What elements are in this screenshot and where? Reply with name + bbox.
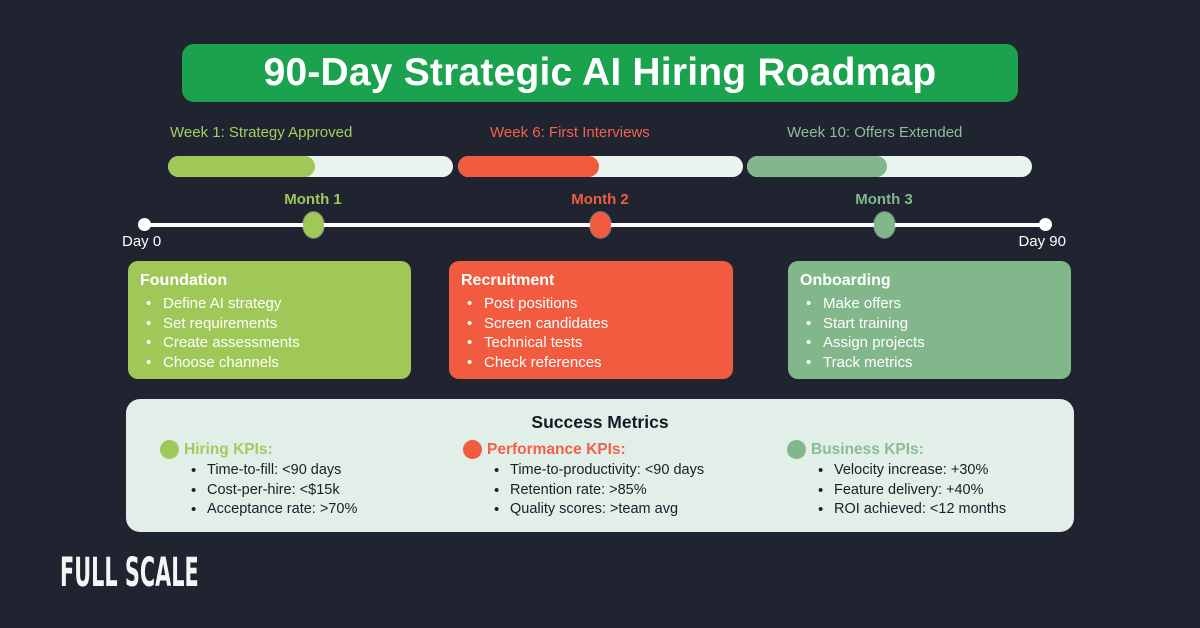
progress-fill-month-3 xyxy=(747,156,887,177)
timeline-start-dot xyxy=(138,218,151,231)
month-2-marker-dot xyxy=(590,212,611,238)
kpi-item-list: Velocity increase: +30% Feature delivery… xyxy=(787,461,1006,520)
month-2-label: Month 2 xyxy=(571,191,629,208)
kpi-heading-row: Hiring KPIs: xyxy=(160,439,357,460)
kpi-column-business: Business KPIs: Velocity increase: +30% F… xyxy=(787,439,1006,520)
phase-item: Set requirements xyxy=(140,314,399,334)
phase-item: Make offers xyxy=(800,294,1059,314)
phase-item: Create assessments xyxy=(140,333,399,353)
kpi-column-performance: Performance KPIs: Time-to-productivity: … xyxy=(463,439,704,520)
phase-card-recruitment: Recruitment Post positions Screen candid… xyxy=(449,261,733,379)
phase-title: Onboarding xyxy=(800,272,891,289)
kpi-column-hiring: Hiring KPIs: Time-to-fill: <90 days Cost… xyxy=(160,439,357,520)
title-banner: 90-Day Strategic AI Hiring Roadmap xyxy=(182,44,1018,102)
phase-item: Technical tests xyxy=(461,333,721,353)
phase-item-list: Define AI strategy Set requirements Crea… xyxy=(140,294,399,372)
kpi-item: Time-to-productivity: <90 days xyxy=(463,461,704,481)
phase-title: Recruitment xyxy=(461,272,555,289)
kpi-item-list: Time-to-fill: <90 days Cost-per-hire: <$… xyxy=(160,461,357,520)
week-6-milestone-label: Week 6: First Interviews xyxy=(490,124,650,141)
month-1-marker-dot xyxy=(303,212,324,238)
progress-fill-month-1 xyxy=(168,156,315,177)
phase-item: Start training xyxy=(800,314,1059,334)
kpi-item: Quality scores: >team avg xyxy=(463,500,704,520)
kpi-item: Acceptance rate: >70% xyxy=(160,500,357,520)
day-90-label: Day 90 xyxy=(1018,233,1066,250)
kpi-heading: Business KPIs: xyxy=(811,440,924,458)
kpi-item: Feature delivery: +40% xyxy=(787,481,1006,501)
phase-card-foundation: Foundation Define AI strategy Set requir… xyxy=(128,261,411,379)
phase-item: Check references xyxy=(461,353,721,373)
progress-bar-month-3 xyxy=(747,156,1032,177)
month-1-label: Month 1 xyxy=(284,191,342,208)
kpi-heading: Hiring KPIs: xyxy=(184,440,273,458)
page-title: 90-Day Strategic AI Hiring Roadmap xyxy=(263,51,937,94)
phase-item: Assign projects xyxy=(800,333,1059,353)
progress-fill-month-2 xyxy=(458,156,600,177)
metrics-title: Success Metrics xyxy=(531,412,669,432)
phase-card-onboarding: Onboarding Make offers Start training As… xyxy=(788,261,1071,379)
kpi-heading: Performance KPIs: xyxy=(487,440,626,458)
kpi-item: Velocity increase: +30% xyxy=(787,461,1006,481)
progress-bar-month-2 xyxy=(458,156,743,177)
day-0-label: Day 0 xyxy=(122,233,162,250)
phase-item-list: Post positions Screen candidates Technic… xyxy=(461,294,721,372)
business-kpi-dot-icon xyxy=(787,440,806,459)
kpi-heading-row: Performance KPIs: xyxy=(463,439,704,460)
full-scale-logo: FULL SCALE xyxy=(60,550,199,596)
phase-title: Foundation xyxy=(140,272,228,289)
hiring-kpi-dot-icon xyxy=(160,440,179,459)
week-10-milestone-label: Week 10: Offers Extended xyxy=(787,124,963,141)
kpi-item: Retention rate: >85% xyxy=(463,481,704,501)
month-3-label: Month 3 xyxy=(855,191,913,208)
phase-item: Track metrics xyxy=(800,353,1059,373)
success-metrics-panel: Success Metrics Hiring KPIs: Time-to-fil… xyxy=(126,399,1074,532)
phase-item: Screen candidates xyxy=(461,314,721,334)
month-3-marker-dot xyxy=(874,212,895,238)
phase-item: Post positions xyxy=(461,294,721,314)
phase-item-list: Make offers Start training Assign projec… xyxy=(800,294,1059,372)
phase-item: Choose channels xyxy=(140,353,399,373)
progress-bar-month-1 xyxy=(168,156,453,177)
week-1-milestone-label: Week 1: Strategy Approved xyxy=(170,124,353,141)
performance-kpi-dot-icon xyxy=(463,440,482,459)
kpi-item: Cost-per-hire: <$15k xyxy=(160,481,357,501)
kpi-item: Time-to-fill: <90 days xyxy=(160,461,357,481)
kpi-item: ROI achieved: <12 months xyxy=(787,500,1006,520)
kpi-heading-row: Business KPIs: xyxy=(787,439,1006,460)
phase-item: Define AI strategy xyxy=(140,294,399,314)
timeline-end-dot xyxy=(1039,218,1052,231)
kpi-item-list: Time-to-productivity: <90 days Retention… xyxy=(463,461,704,520)
